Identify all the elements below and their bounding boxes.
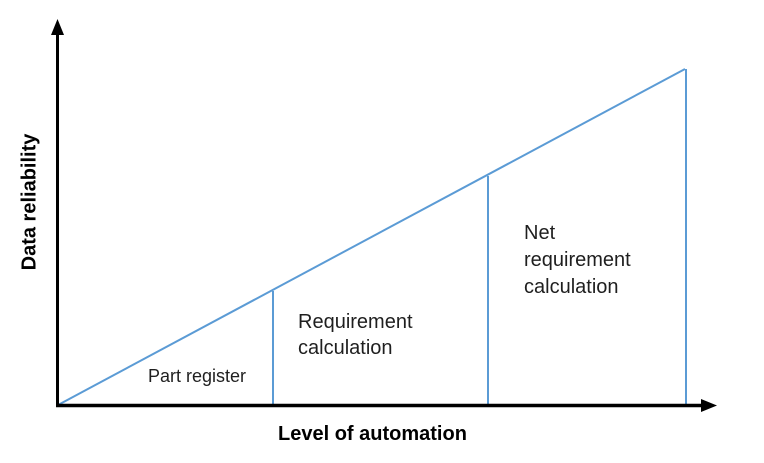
region-label-part-register: Part register [148,366,247,386]
x-axis-label: Level of automation [278,423,467,445]
region-label-requirement-calculation: Requirement calculation [298,311,413,359]
region-label-net-requirement-calculation: Net requirement calculation [524,222,631,298]
y-axis-label: Data reliability [18,133,41,271]
x-axis-arrowhead [701,399,717,412]
reliability-trend-line [57,68,686,406]
y-axis-arrowhead [51,19,64,35]
